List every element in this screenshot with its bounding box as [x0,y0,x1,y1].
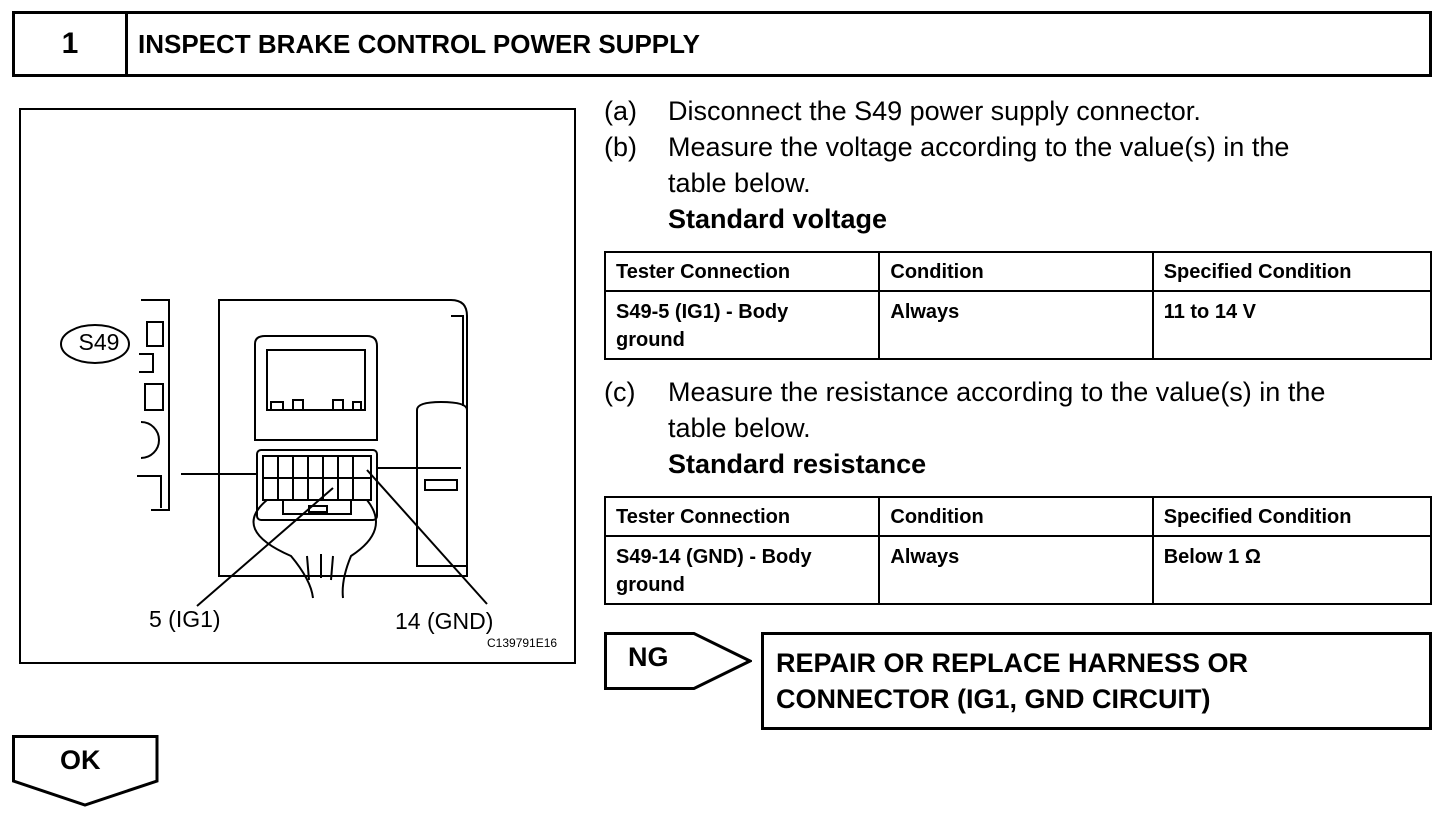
header-tester-connection: Tester Connection [603,251,881,292]
cell-specified-condition: Below 1 Ω [1151,535,1433,605]
cell-connection-line2: ground [616,574,685,596]
cell-condition: Always [878,290,1154,360]
header-condition: Condition [878,496,1154,537]
ng-label: NG [628,642,669,672]
table-header-row: Tester Connection Condition Specified Co… [603,251,1433,292]
ng-result-box: REPAIR OR REPLACE HARNESS OR CONNECTOR (… [761,632,1432,730]
step-title: INSPECT BRAKE CONTROL POWER SUPPLY [138,28,700,59]
ok-arrow-icon [12,735,159,807]
ng-arrow-icon [604,632,752,690]
connector-tag: S49 [78,329,120,355]
table-row: S49-5 (IG1) - Body ground Always 11 to 1… [603,290,1433,360]
ng-result-line1: REPAIR OR REPLACE HARNESS OR [776,648,1249,678]
resistance-table: Tester Connection Condition Specified Co… [603,496,1433,605]
step-b-text-2: table below. [668,168,811,198]
header-condition: Condition [878,251,1154,292]
step-b-letter: (b) [604,132,637,162]
connector-tag-oval [60,324,130,364]
step-b-text-1: Measure the voltage according to the val… [668,132,1290,162]
pin-label-gnd: 14 (GND) [395,608,494,634]
connector-drawing [137,299,488,607]
connector-illustration: S49 5 (IG1) 14 (GND) C139791E16 [19,108,576,664]
header-tester-connection: Tester Connection [603,496,881,537]
voltage-table: Tester Connection Condition Specified Co… [603,251,1433,360]
step-c-text-2: table below. [668,413,811,443]
step-a-text: Disconnect the S49 power supply connecto… [668,96,1201,126]
step-c-text-1: Measure the resistance according to the … [668,377,1326,407]
ok-label: OK [60,745,101,775]
standard-voltage-title: Standard voltage [668,204,888,234]
cell-connection-line1: S49-14 (GND) - Body [616,546,812,568]
standard-resistance-title: Standard resistance [668,449,927,479]
cell-tester-connection: S49-14 (GND) - Body ground [603,535,881,605]
ng-result-line2: CONNECTOR (IG1, GND CIRCUIT) [776,684,1211,714]
header-specified-condition: Specified Condition [1151,251,1433,292]
cell-condition: Always [878,535,1154,605]
cell-tester-connection: S49-5 (IG1) - Body ground [603,290,881,360]
step-a-letter: (a) [604,96,637,126]
cell-specified-condition: 11 to 14 V [1151,290,1433,360]
table-header-row: Tester Connection Condition Specified Co… [603,496,1433,537]
step-c-letter: (c) [604,377,636,407]
table-row: S49-14 (GND) - Body ground Always Below … [603,535,1433,605]
header-specified-condition: Specified Condition [1151,496,1433,537]
pin-label-ig1: 5 (IG1) [149,606,221,632]
step-number: 1 [15,14,128,74]
step-header: 1 INSPECT BRAKE CONTROL POWER SUPPLY [12,11,1432,77]
figure-code: C139791E16 [487,636,558,650]
cell-connection-line2: ground [616,329,685,351]
cell-connection-line1: S49-5 (IG1) - Body [616,301,789,323]
